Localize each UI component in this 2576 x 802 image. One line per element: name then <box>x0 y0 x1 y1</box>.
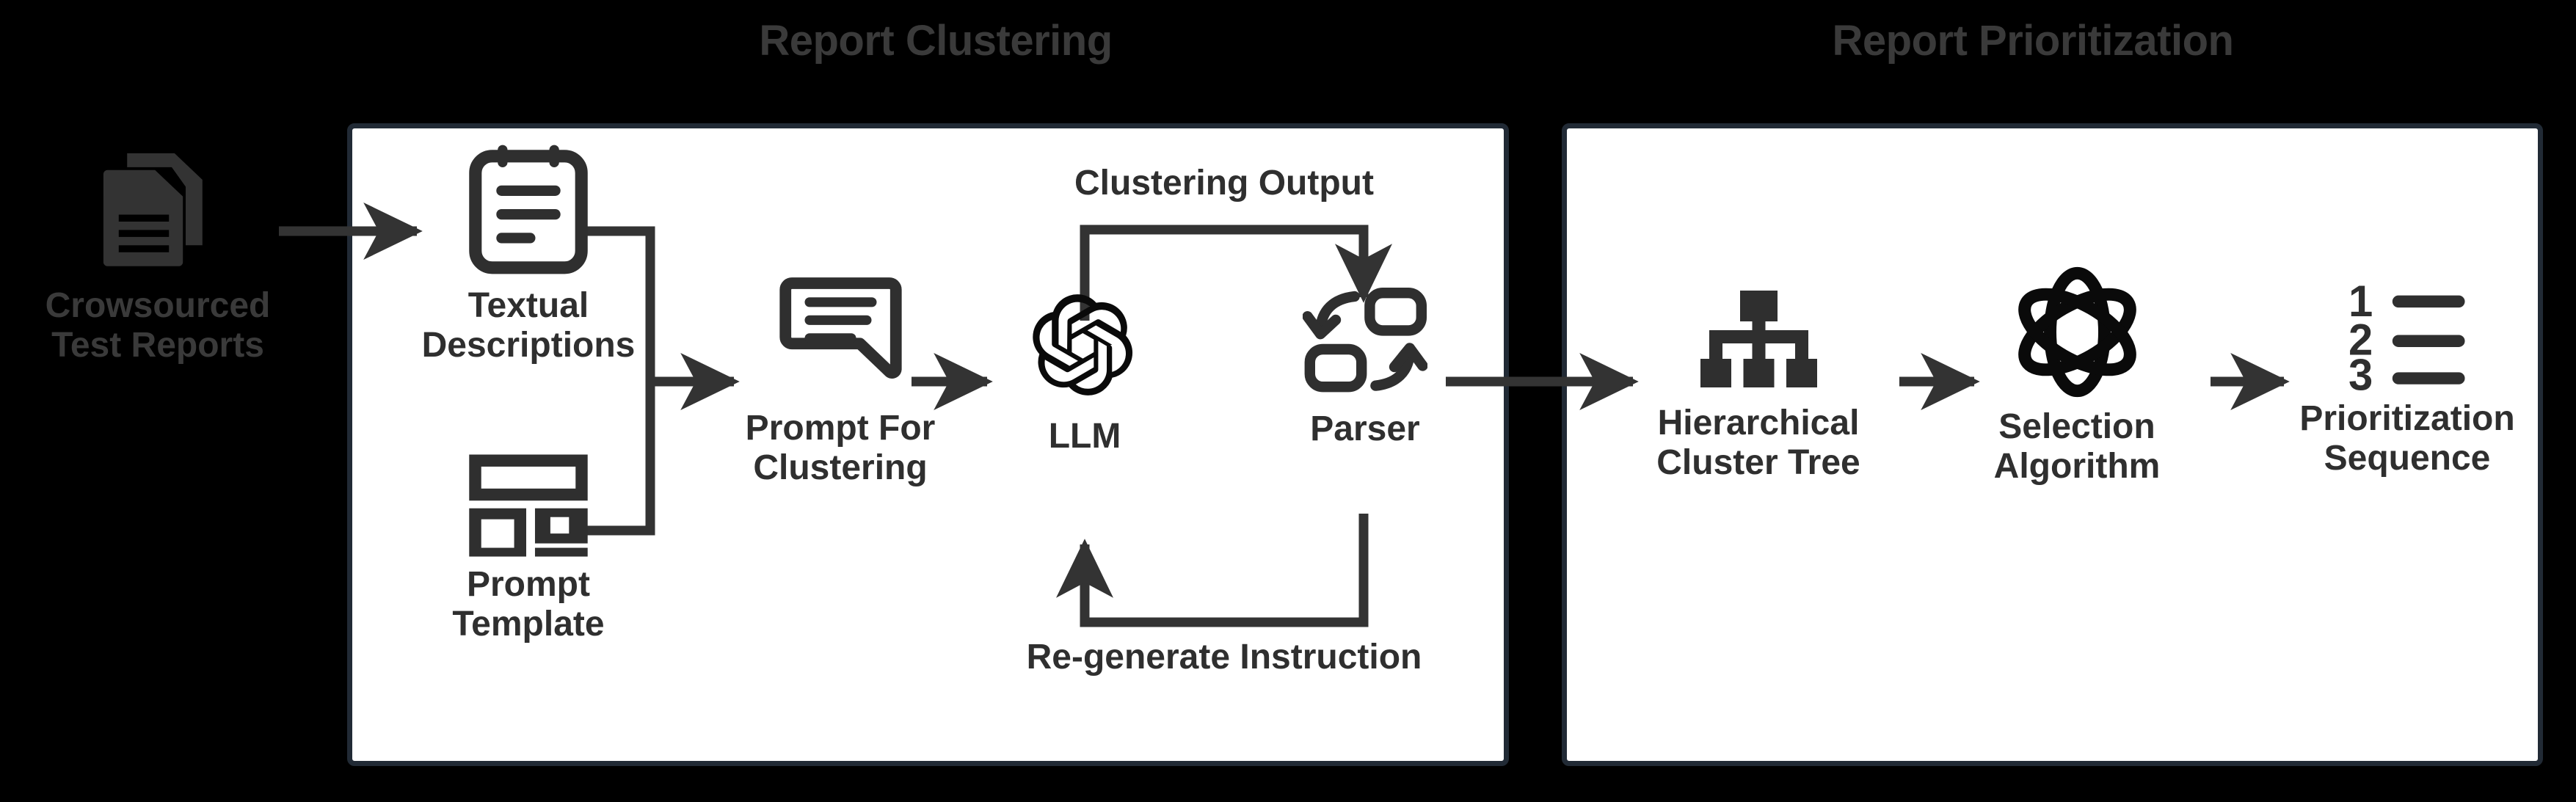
node-selection-algorithm: Selection Algorithm <box>1945 264 2209 486</box>
edge-label-regenerate-instruction: Re-generate Instruction <box>1026 638 1422 677</box>
node-prioritization-sequence: 1 2 3 Prioritization Sequence <box>2260 280 2554 478</box>
node-textual-descriptions: Textual Descriptions <box>382 139 675 365</box>
node-label-crowsourced-test-reports: Crowsourced Test Reports <box>45 286 271 365</box>
node-crowsourced-test-reports: Crowsourced Test Reports <box>40 150 275 365</box>
numbered-list-digit-3: 3 <box>2348 350 2373 392</box>
node-label-prioritization-sequence: Prioritization Sequence <box>2299 399 2515 478</box>
node-label-llm: LLM <box>1048 417 1121 456</box>
node-label-textual-descriptions: Textual Descriptions <box>421 286 636 365</box>
node-label-parser: Parser <box>1310 409 1420 448</box>
section-title-report-prioritization: Report Prioritization <box>1832 17 2234 65</box>
node-prompt-template: Prompt Template <box>382 453 675 644</box>
edge-label-clustering-output: Clustering Output <box>1074 164 1374 203</box>
section-title-report-clustering: Report Clustering <box>759 17 1113 65</box>
node-label-selection-algorithm: Selection Algorithm <box>1993 407 2161 486</box>
numbered-list-icon: 1 2 3 <box>2344 280 2470 392</box>
layout-wireframe-icon <box>467 453 590 558</box>
node-parser: Parser <box>1248 285 1482 449</box>
speech-bubble-lines-icon <box>776 273 905 401</box>
node-hierarchical-cluster-tree: Hierarchical Cluster Tree <box>1612 286 1905 483</box>
clipboard-lines-icon <box>459 139 598 279</box>
numbered-list-digit-2: 2 <box>2348 315 2373 364</box>
openai-logo-icon <box>1022 285 1147 409</box>
node-prompt-for-clustering: Prompt For Clustering <box>686 273 994 488</box>
atom-icon <box>2009 264 2145 400</box>
node-label-prompt-for-clustering: Prompt For Clustering <box>745 409 936 487</box>
node-label-hierarchical-cluster-tree: Hierarchical Cluster Tree <box>1656 404 1860 482</box>
hierarchy-tree-icon <box>1698 286 1819 396</box>
node-label-prompt-template: Prompt Template <box>452 565 605 644</box>
stacked-documents-icon <box>88 150 228 279</box>
panel-report-prioritization <box>1562 123 2543 766</box>
transform-convert-icon <box>1303 285 1427 402</box>
node-llm: LLM <box>967 285 1202 456</box>
numbered-list-digit-1: 1 <box>2348 280 2373 326</box>
